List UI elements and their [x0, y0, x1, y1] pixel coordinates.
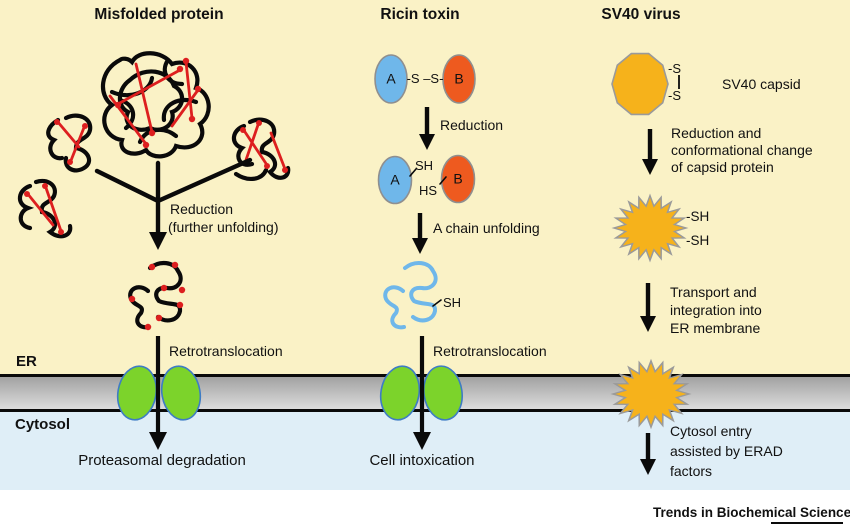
chain-b-label-1: B	[454, 70, 464, 87]
ricin-reduced-icon	[377, 154, 476, 205]
capsid-s-bottom-label: -S	[668, 88, 681, 103]
disulfide-bonds-right	[241, 120, 287, 171]
retrotranslocation-label-col2: Retrotranslocation	[433, 343, 547, 359]
ricin-reduction-arrow	[419, 107, 435, 150]
thiol-tick-lines-ricin	[409, 168, 447, 185]
reduction-fork-arrow	[94, 157, 253, 237]
translocon-channel-col2	[379, 365, 463, 421]
a-chain-unfolding-arrow	[412, 213, 428, 254]
sv40-step3-line2: assisted by ERAD	[670, 443, 783, 459]
thiol-dots-unfolded	[128, 261, 186, 331]
journal-name: Trends in Biochemical Sciences	[653, 505, 850, 520]
er-membrane-bottom-line	[0, 409, 850, 412]
sh-label-a: SH	[415, 158, 434, 173]
thiol-dots-left-top	[54, 119, 88, 165]
cytosol-background	[0, 412, 850, 490]
thiol-dots-left-bottom	[24, 183, 64, 235]
uncoated-capsid-icon	[613, 194, 687, 262]
er-membrane-top-line	[0, 374, 850, 377]
sv40-capsid-icon	[611, 52, 669, 116]
chain-a-label-2: A	[390, 171, 400, 188]
retrotranslocation-arrow-col2	[413, 336, 431, 450]
disulfide-bond-label: -S –S-	[406, 71, 444, 87]
bottom-margin	[0, 490, 850, 529]
er-label: ER	[16, 353, 37, 370]
sv40-reduction-arrow	[642, 129, 658, 175]
unfolded-protein-icon	[128, 260, 183, 330]
sv40-step1-line2: conformational change	[671, 142, 813, 158]
chain-b-label-2: B	[453, 170, 463, 187]
journal-underline	[771, 522, 843, 524]
cytosol-label: Cytosol	[15, 416, 71, 433]
ricin-holotoxin-icon	[374, 54, 476, 104]
column1-title: Misfolded protein	[94, 6, 224, 23]
sv40-step2-line1: Transport and	[670, 284, 757, 300]
translocon-channel-col1	[116, 365, 202, 421]
sv40-step2-line2: integration into	[670, 302, 762, 318]
sh-label-unfolded-a: SH	[443, 295, 462, 310]
chain-a-label-1: A	[386, 70, 396, 87]
sv40-step1-line1: Reduction and	[671, 125, 762, 141]
column2-title: Ricin toxin	[380, 6, 460, 23]
unfolded-a-chain-icon	[383, 261, 438, 330]
sv40-capsid-label: SV40 capsid	[722, 76, 801, 92]
thiol-dots-right	[240, 120, 288, 173]
a-chain-unfolding-label: A chain unfolding	[433, 220, 540, 236]
retrotranslocation-label-col1: Retrotranslocation	[169, 343, 283, 359]
retrotranslocation-arrow-col1	[149, 336, 167, 450]
capsid-s-top-label: -S	[668, 61, 681, 76]
disulfide-bonds-left-bottom	[25, 183, 63, 233]
sv40-transport-arrow	[640, 283, 656, 332]
reduction-fork-arrowhead	[149, 232, 167, 250]
sv40-step2-line3: ER membrane	[670, 320, 761, 336]
reduction-label-line1: Reduction	[170, 201, 234, 217]
sv40-step1-line3: of capsid protein	[671, 159, 774, 175]
thiol-dots-aggregate	[114, 57, 202, 149]
hs-label-b: HS	[419, 183, 438, 198]
ricin-reduction-label: Reduction	[440, 117, 504, 133]
outcome-label-col2: Cell intoxication	[369, 452, 475, 469]
disulfide-bonds-left-top	[55, 119, 87, 165]
outcome-label-col1: Proteasomal degradation	[78, 452, 246, 469]
thiol-tick-line-a-chain	[432, 299, 442, 307]
sv40-step3-line1: Cytosol entry	[670, 423, 752, 439]
sv40-step3-line3: factors	[670, 463, 713, 479]
column3-title: SV40 virus	[601, 6, 681, 23]
capsid-sh2-label: -SH	[686, 233, 710, 248]
membrane-integrated-capsid-icon	[612, 360, 690, 428]
sv40-cytosol-entry-arrow	[640, 433, 656, 475]
reduction-label-line2: (further unfolding)	[168, 219, 279, 235]
capsid-sh1-label: -SH	[686, 209, 710, 224]
